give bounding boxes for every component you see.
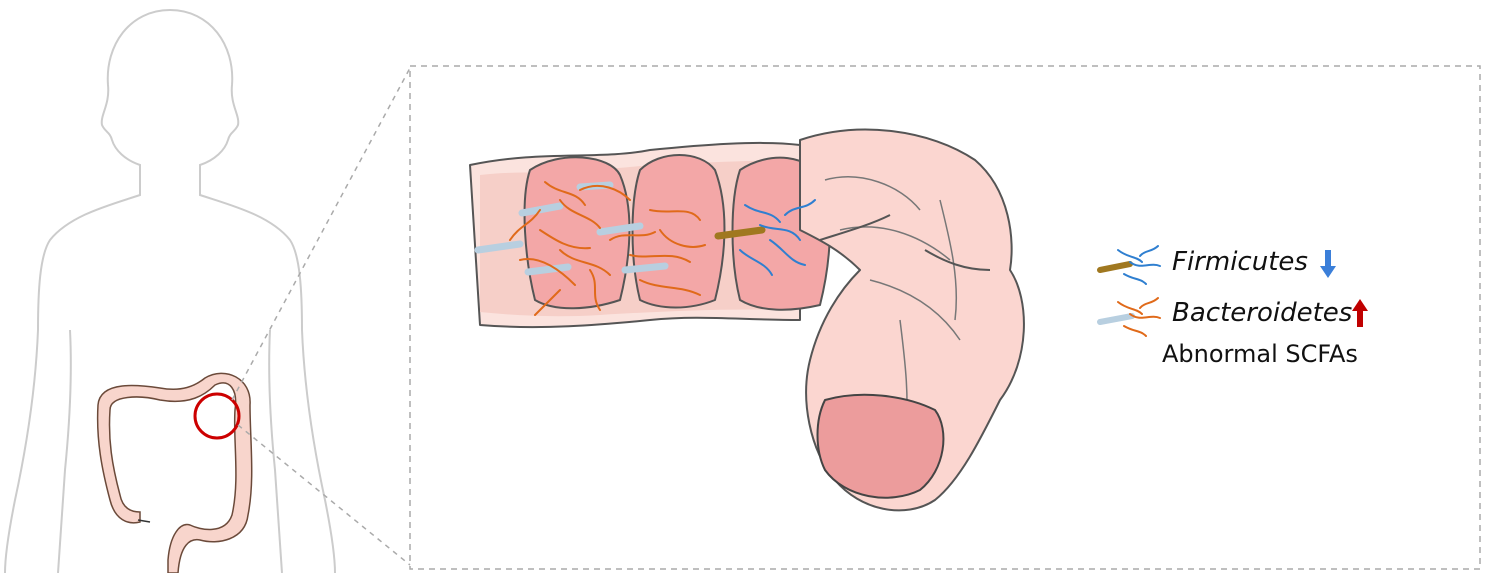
zoom-connector-lines bbox=[232, 68, 410, 565]
up-arrow-icon bbox=[1352, 299, 1368, 332]
firmicutes-legend-icon bbox=[1100, 246, 1160, 284]
abnormal-scfas-label: Abnormal SCFAs bbox=[1162, 340, 1358, 368]
bacteroidetes-legend-icon bbox=[1100, 298, 1160, 336]
highlight-circle bbox=[195, 394, 239, 438]
bacteroidetes-label: Bacteroidetes bbox=[1172, 298, 1352, 328]
down-arrow-icon bbox=[1320, 250, 1336, 283]
human-silhouette bbox=[5, 10, 335, 573]
body-colon bbox=[98, 373, 252, 573]
firmicutes-label: Firmicutes bbox=[1172, 247, 1308, 277]
